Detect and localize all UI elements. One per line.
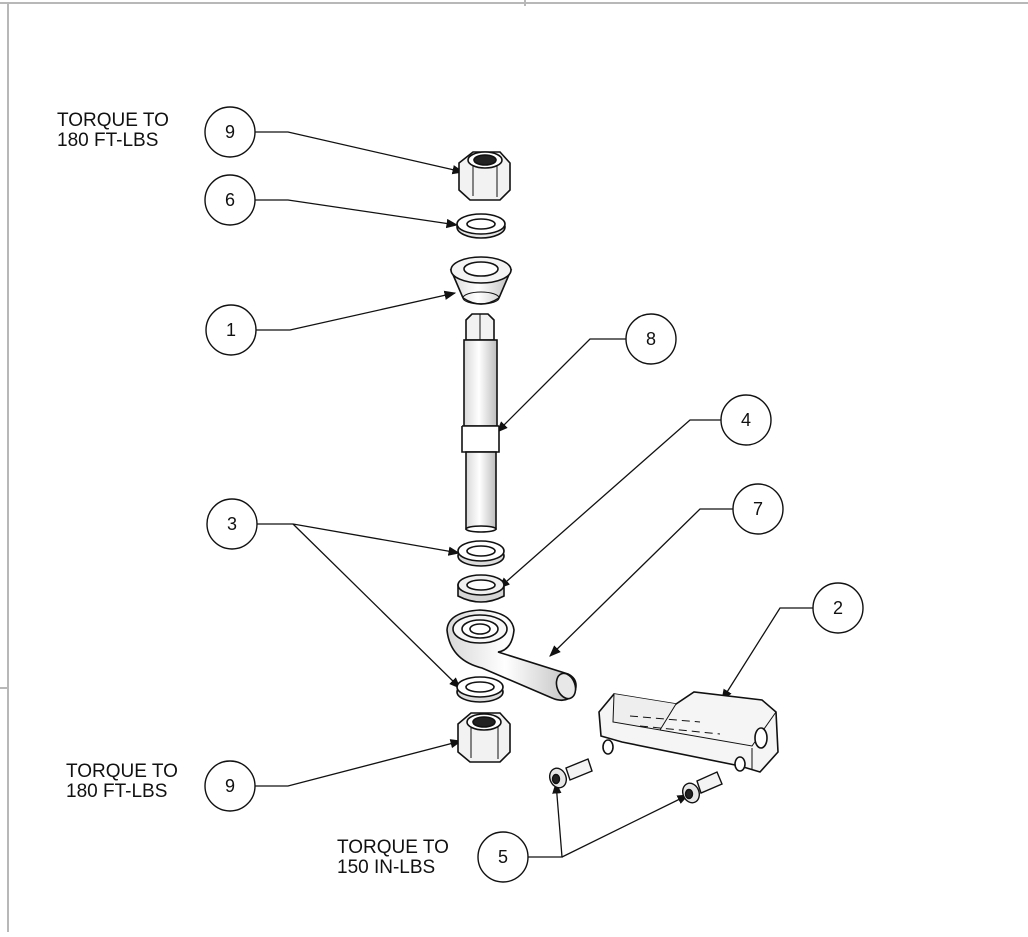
lock-nut-top: [458, 151, 511, 201]
balloon-9-top: 9: [204, 106, 256, 158]
leader-5a: [528, 781, 563, 858]
leader-5b: [561, 794, 690, 858]
balloon-8-label: 8: [646, 329, 656, 349]
balloon-9-bottom-label: 9: [225, 776, 235, 796]
cap-screw-left: [548, 758, 593, 789]
torque-note-top-line2: 180 FT-LBS: [57, 130, 159, 151]
leader-7: [549, 508, 733, 657]
balloon-4-label: 4: [741, 410, 751, 430]
balloon-6: 6: [204, 174, 256, 226]
balloon-1-label: 1: [226, 320, 236, 340]
balloon-9-top-label: 9: [225, 122, 235, 142]
balloon-7: 7: [732, 483, 784, 535]
spacer-washer-lower: [456, 676, 504, 703]
torque-note-top-line1: TORQUE TO: [57, 110, 169, 131]
leader-8: [496, 338, 626, 433]
torque-note-bottom-line2: 180 FT-LBS: [66, 781, 168, 802]
balloon-2-label: 2: [833, 598, 843, 618]
lock-nut-bottom: [457, 712, 511, 763]
stud-pin: [461, 313, 500, 533]
balloon-9-bottom: 9: [204, 760, 256, 812]
spacer-washer-upper: [457, 540, 505, 567]
balloon-3-label: 3: [227, 514, 237, 534]
leader-lines: [255, 131, 813, 858]
flat-washer: [456, 213, 506, 239]
torque-note-top-nut: TORQUE TO 180 FT-LBS: [57, 111, 169, 151]
balloon-5: 5: [477, 831, 529, 883]
leader-1: [256, 290, 457, 331]
cap-screw-right: [681, 771, 723, 804]
torque-note-screws-line1: TORQUE TO: [337, 837, 449, 858]
balloon-1: 1: [205, 304, 257, 356]
torque-note-screws: TORQUE TO 150 IN-LBS: [337, 838, 449, 878]
balloon-7-label: 7: [753, 499, 763, 519]
leader-9-bottom: [255, 739, 463, 787]
torque-note-screws-line2: 150 IN-LBS: [337, 857, 436, 878]
leader-3a: [257, 523, 461, 556]
balloon-5-label: 5: [498, 847, 508, 867]
torque-note-bottom-nut: TORQUE TO 180 FT-LBS: [66, 762, 178, 802]
bracket: [598, 691, 779, 773]
torque-note-bottom-line1: TORQUE TO: [66, 761, 178, 782]
bushing: [457, 574, 505, 603]
leader-3b: [292, 523, 461, 689]
leader-6: [255, 199, 459, 229]
leader-2: [721, 607, 813, 701]
rod-end: [446, 609, 577, 702]
balloon-4: 4: [720, 394, 772, 446]
balloon-2: 2: [812, 582, 864, 634]
balloon-6-label: 6: [225, 190, 235, 210]
leader-9-top: [255, 131, 465, 175]
balloon-8: 8: [625, 313, 677, 365]
balloon-3: 3: [206, 498, 258, 550]
leader-4: [498, 419, 721, 589]
tapered-spacer: [449, 256, 513, 305]
